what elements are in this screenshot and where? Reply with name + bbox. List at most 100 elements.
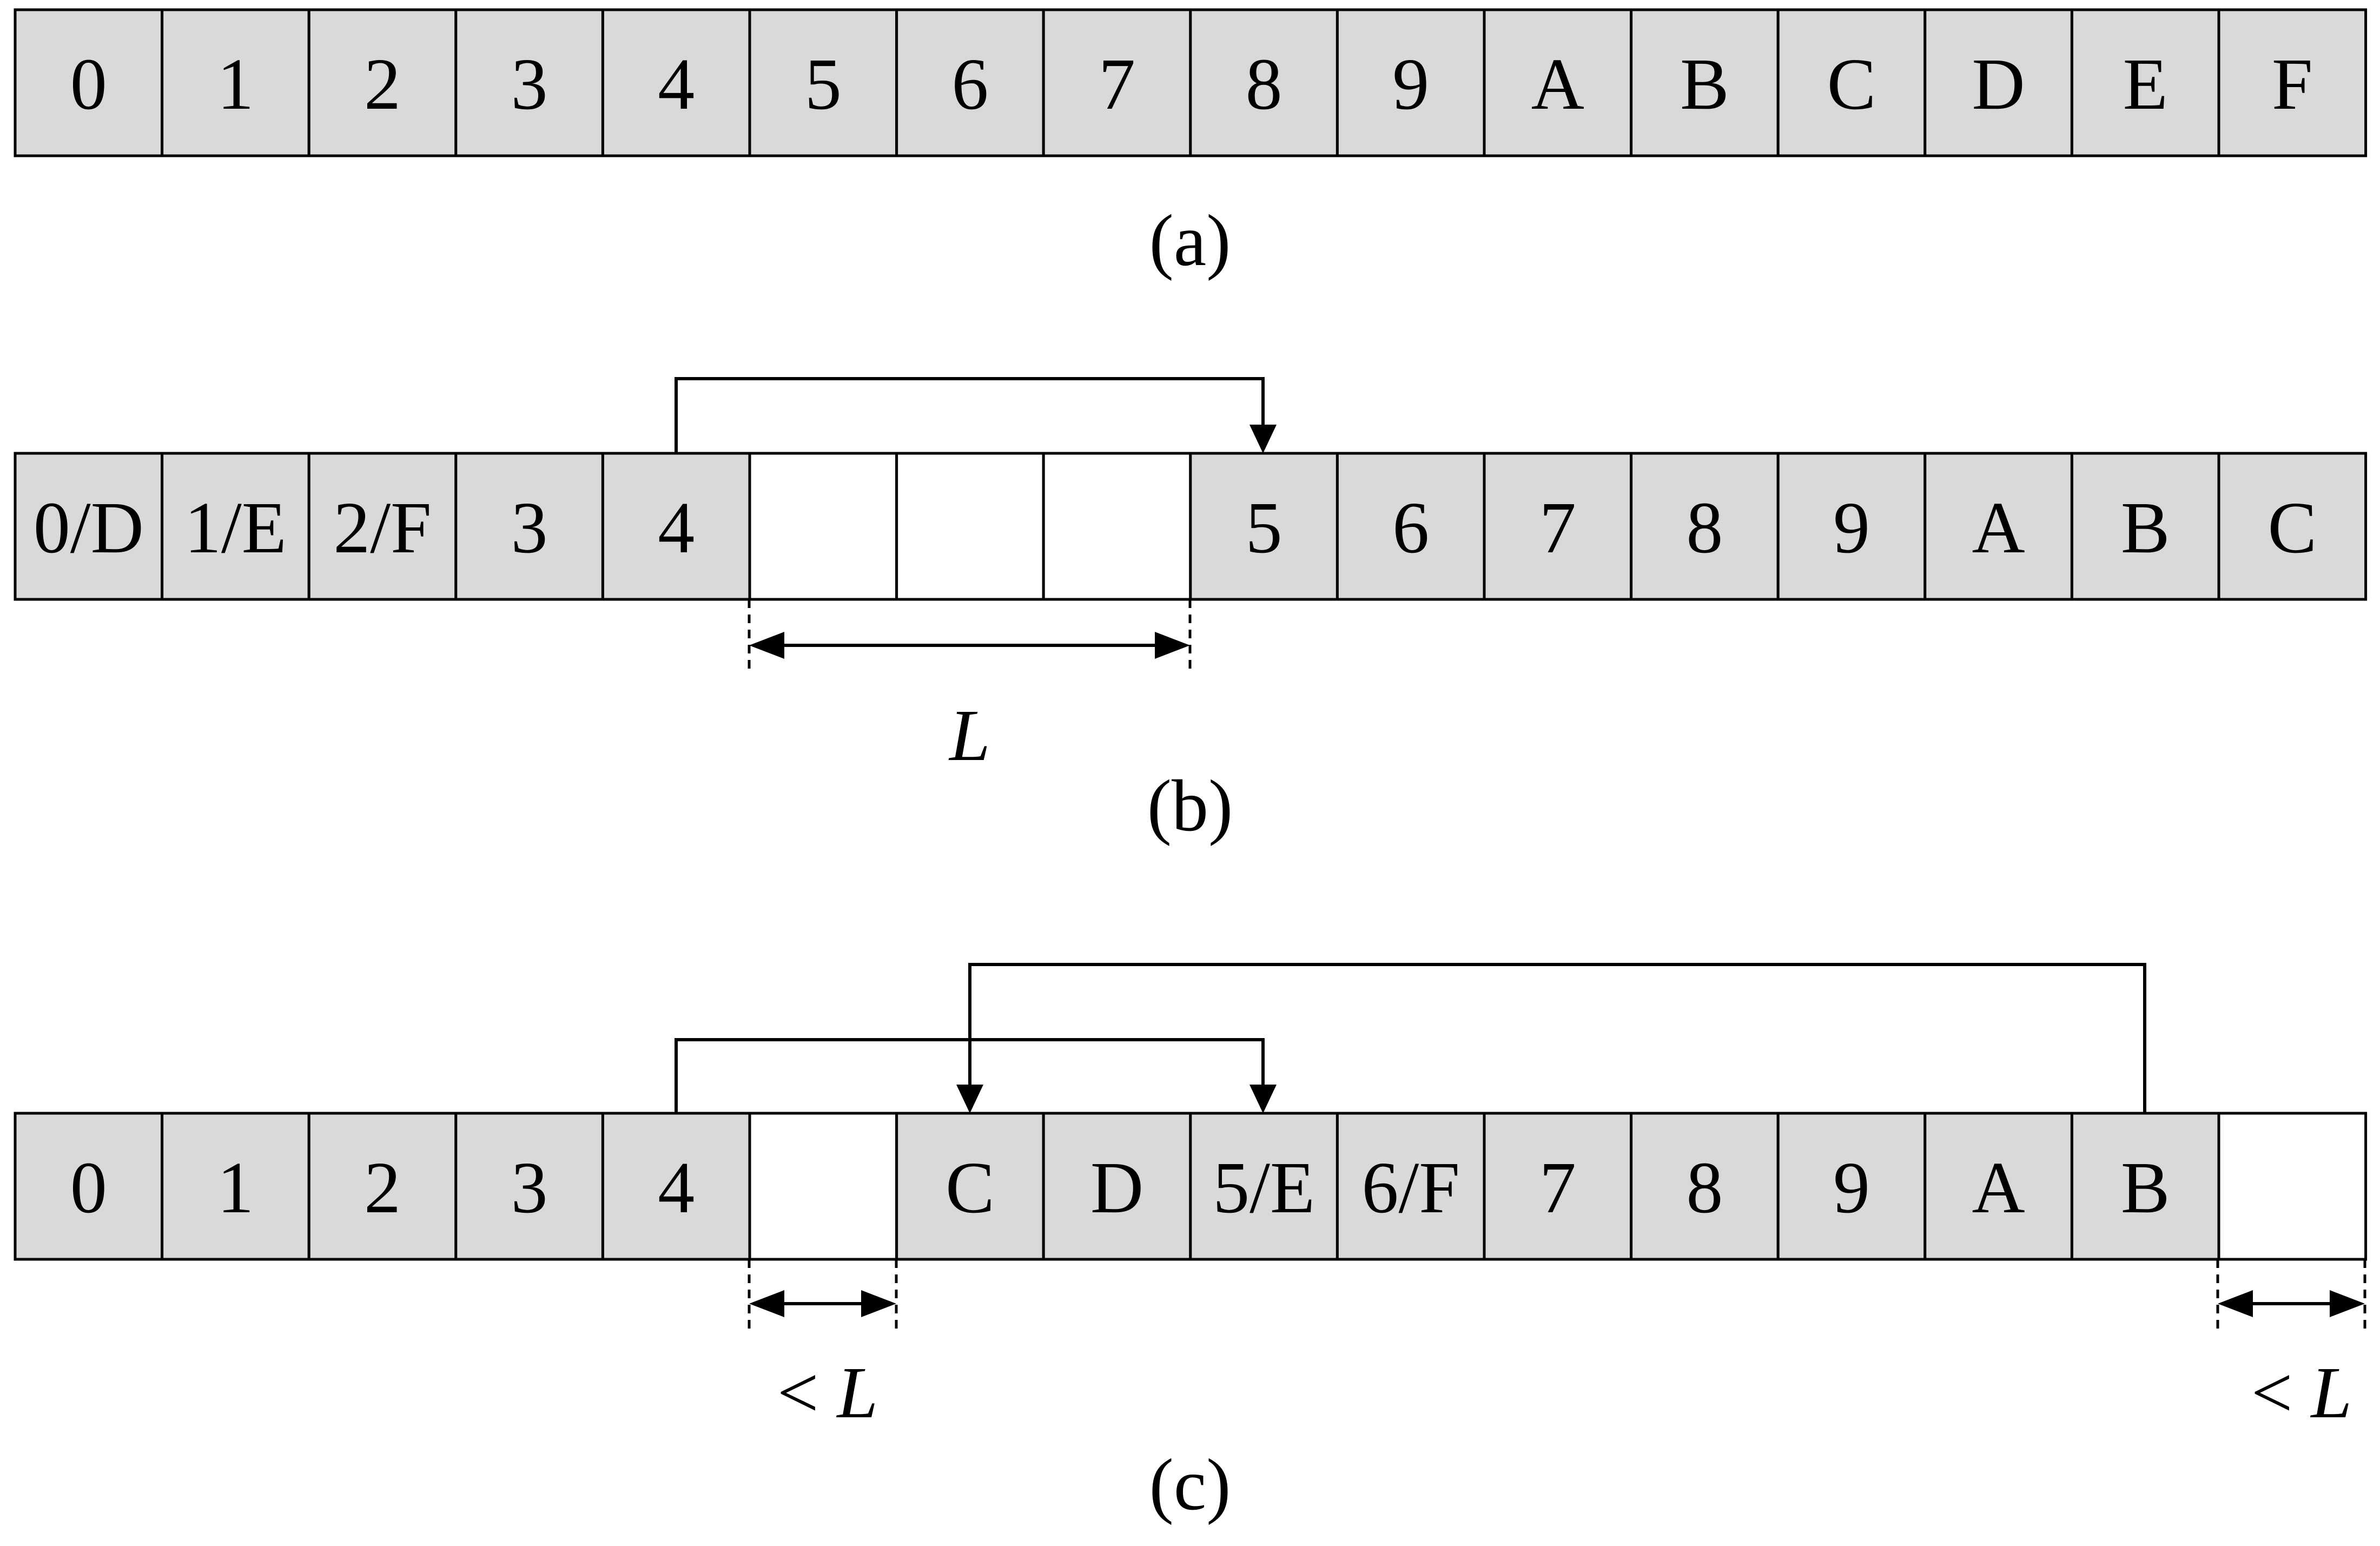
cell-box [1336, 452, 1486, 601]
cell-box [1042, 452, 1192, 601]
memory-cell: 6 [1336, 452, 1486, 601]
cell-label: C [946, 1147, 995, 1228]
arrowhead-left-icon [749, 1290, 784, 1317]
cell-box [895, 452, 1045, 601]
arrowhead-left-icon [749, 632, 784, 659]
arrowhead-right-icon [861, 1290, 896, 1317]
cell-label: 3 [511, 1147, 548, 1228]
memory-cell: 0 [14, 1112, 164, 1261]
row-c-move-arrow-4-to-5 [675, 1038, 1277, 1113]
gap-label-c-right: < L [2251, 1352, 2352, 1433]
cell-box [1189, 1112, 1339, 1261]
cell-label: 8 [1686, 1147, 1723, 1228]
empty-cell [1042, 452, 1192, 601]
memory-cell: 0 [14, 8, 164, 157]
cell-label: 8 [1246, 44, 1282, 125]
cell-label: 2 [364, 44, 401, 125]
caption-b: (b) [1147, 765, 1233, 847]
cell-box [1189, 452, 1339, 601]
empty-cell [895, 452, 1045, 601]
memory-cell: D [1923, 8, 2073, 157]
cell-box [2217, 1112, 2368, 1261]
memory-cell: B [2070, 1112, 2220, 1261]
cell-label: 2 [364, 1147, 401, 1228]
cell-box [1042, 8, 1192, 157]
row-b-move-arrow [675, 377, 1277, 453]
cell-box [1776, 1112, 1927, 1261]
cell-label: 9 [1833, 1147, 1870, 1228]
cell-label: 1 [217, 44, 254, 125]
memory-cell: 4 [601, 1112, 751, 1261]
cell-box [748, 1112, 898, 1261]
cell-box [1042, 1112, 1192, 1261]
cell-box [161, 452, 310, 601]
cell-box [1630, 1112, 1780, 1261]
memory-cell: C [2217, 452, 2368, 601]
cell-label: 2/F [333, 487, 431, 569]
cell-box [1189, 8, 1339, 157]
cell-box [1776, 8, 1927, 157]
gap-label-c-left: < L [777, 1352, 878, 1433]
cell-box [1923, 1112, 2073, 1261]
cell-box [748, 452, 898, 601]
memory-cell: 9 [1336, 8, 1486, 157]
cell-box [601, 452, 751, 601]
cell-label: D [1972, 44, 2025, 125]
memory-cell: A [1923, 452, 2073, 601]
cell-label: 1/E [184, 487, 287, 569]
memory-cell: 8 [1630, 452, 1780, 601]
memory-cell: C [1776, 8, 1927, 157]
gap-label-c-left-var: L [836, 1352, 878, 1433]
memory-cell: E [2070, 8, 2220, 157]
memory-cell: C [895, 1112, 1045, 1261]
cell-box [307, 1112, 458, 1261]
arrowhead-icon [1250, 1085, 1277, 1113]
memory-cell: 8 [1189, 8, 1339, 157]
cell-label: 6 [951, 44, 988, 125]
cell-box [2070, 452, 2220, 601]
cell-label: D [1090, 1147, 1143, 1228]
arrowhead-right-icon [2330, 1290, 2365, 1317]
cell-box [1336, 1112, 1486, 1261]
memory-cell: 9 [1776, 452, 1927, 601]
memory-cell: B [1630, 8, 1780, 157]
cell-label: B [2121, 1147, 2170, 1228]
cell-box [307, 8, 458, 157]
cell-box [1630, 452, 1780, 601]
caption-c: (c) [1149, 1444, 1231, 1525]
memory-cell: A [1483, 8, 1633, 157]
cell-box [161, 1112, 310, 1261]
memory-cell: 3 [454, 452, 604, 601]
memory-cell: 3 [454, 1112, 604, 1261]
cell-label: 8 [1686, 487, 1723, 569]
memory-cell: F [2217, 8, 2368, 157]
cell-label: 9 [1833, 487, 1870, 569]
cell-label: 0 [70, 1147, 107, 1228]
arrowhead-icon [1250, 425, 1277, 453]
memory-cell: 6 [895, 8, 1045, 157]
cell-box [1923, 452, 2073, 601]
memory-cell: 6/F [1336, 1112, 1486, 1261]
cell-box [14, 452, 164, 601]
cell-label: 7 [1539, 1147, 1576, 1228]
cell-box [1923, 8, 2073, 157]
memory-cell: 4 [601, 8, 751, 157]
arrowhead-icon [956, 1085, 983, 1113]
memory-cell: 5 [748, 8, 898, 157]
memory-cell: 2 [307, 8, 458, 157]
cell-box [14, 8, 164, 157]
cell-label: A [1531, 44, 1584, 125]
cell-label: F [2272, 44, 2313, 125]
cell-label: 5 [1246, 487, 1282, 569]
arrowhead-right-icon [1155, 632, 1190, 659]
cell-label: 5/E [1213, 1147, 1315, 1228]
cell-box [748, 8, 898, 157]
cell-box [895, 8, 1045, 157]
memory-cell: 2 [307, 1112, 458, 1261]
cell-box [601, 8, 751, 157]
cell-box [1630, 8, 1780, 157]
memory-cell: 5/E [1189, 1112, 1339, 1261]
